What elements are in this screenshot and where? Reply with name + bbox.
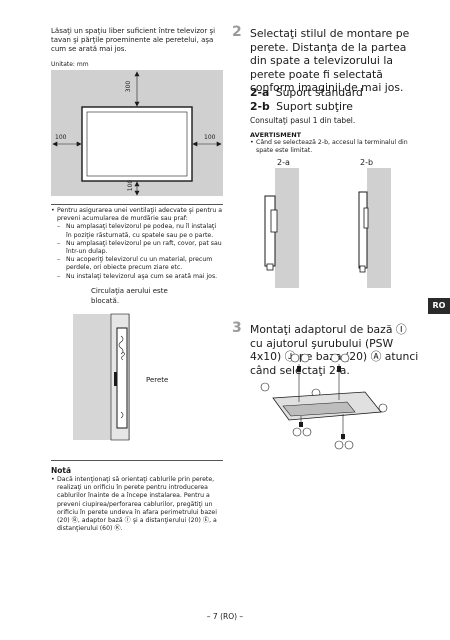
ventilation-notes: Pentru asigurarea unei ventilaţii adecva… xyxy=(51,207,223,281)
note-text: Dacă intenţionaţi să orientaţi cablurile… xyxy=(51,476,221,533)
ventilation-intro: Pentru asigurarea unei ventilaţii adecva… xyxy=(57,207,222,223)
language-tab: RO xyxy=(428,298,450,314)
option-a-code: 2-a xyxy=(250,86,270,99)
mount-option-b: 2-b Suport subţire xyxy=(250,100,418,114)
step-2-number: 2 xyxy=(232,24,242,40)
ventilation-dash-4: Nu instalaţi televizorul aşa cum se arat… xyxy=(57,273,223,281)
ventilation-dash-3: Nu acoperiţi televizorul cu un material,… xyxy=(57,256,223,272)
clearance-diagram: 300 100 100 100 xyxy=(51,70,223,196)
option-b-code: 2-b xyxy=(250,100,270,113)
warning-title: AVERTISMENT xyxy=(250,131,302,139)
unit-label: Unitate: mm xyxy=(51,61,89,68)
wall-label: Perete xyxy=(146,376,169,384)
consult-step: Consultaţi pasul 1 din tabel. xyxy=(250,116,356,125)
figure-2a-label: 2-a xyxy=(277,158,290,167)
option-a-text: Suport standard xyxy=(275,86,363,99)
step-2-text: Selectaţi stilul de montare pe perete. D… xyxy=(250,27,410,95)
adaptor-assembly-figure xyxy=(255,350,395,460)
ventilation-dash-2: Nu amplasaţi televizorul pe un raft, cov… xyxy=(57,240,223,256)
warning-text: Când se selectează 2-b, accesul la termi… xyxy=(250,139,410,155)
dimension-bottom: 100 xyxy=(127,179,135,192)
mount-style-figures xyxy=(255,168,405,288)
dimension-left: 100 xyxy=(55,134,67,141)
mount-option-a: 2-a Suport standard xyxy=(250,86,418,100)
warning-list: Când se selectează 2-b, accesul la termi… xyxy=(250,139,410,155)
step-3-number: 3 xyxy=(232,320,242,336)
note-divider xyxy=(51,460,223,461)
airflow-label: Circulaţia aerului este blocată. xyxy=(91,287,168,305)
ventilation-dash-1: Nu amplasaţi televizorul pe podea, nu îl… xyxy=(57,223,223,239)
airflow-blocked-figure xyxy=(51,312,191,448)
figure-2b-label: 2-b xyxy=(360,158,374,167)
page-footer: – 7 (RO) – xyxy=(206,612,244,621)
dimension-top: 300 xyxy=(125,80,133,93)
note-title: Notă xyxy=(51,466,72,475)
section-divider xyxy=(51,204,223,205)
option-b-text: Suport subţire xyxy=(276,100,353,113)
intro-text: Lăsaţi un spaţiu liber suficient între t… xyxy=(51,27,216,53)
dimension-right: 100 xyxy=(204,134,216,141)
note-list: Dacă intenţionaţi să orientaţi cablurile… xyxy=(51,476,221,533)
